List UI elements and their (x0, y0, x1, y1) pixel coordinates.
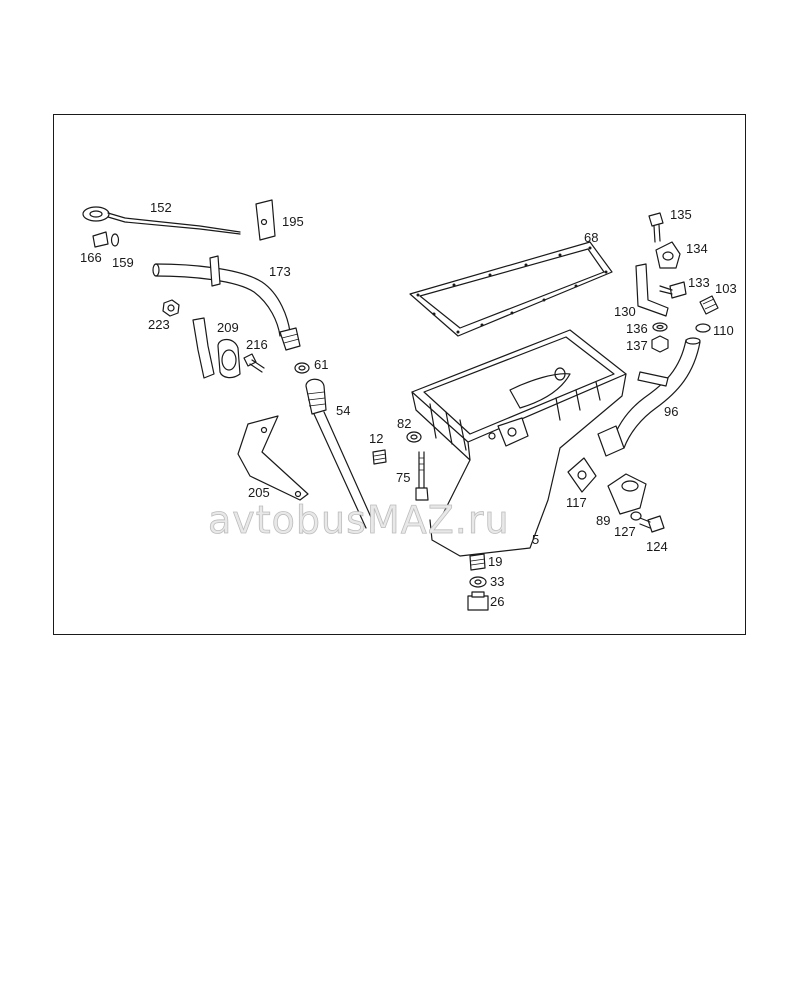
label-82: 82 (397, 416, 411, 431)
part-127-washer (630, 511, 642, 521)
part-75-stud (415, 451, 429, 501)
part-209-bracket (192, 317, 215, 379)
part-33-seal (469, 576, 487, 588)
label-216: 216 (246, 337, 268, 352)
label-26: 26 (490, 594, 504, 609)
label-124: 124 (646, 539, 668, 554)
part-205-shield (237, 415, 309, 501)
part-137-nut (651, 335, 669, 353)
part-152-dipstick (82, 206, 241, 235)
label-195: 195 (282, 214, 304, 229)
part-135-bolt (648, 212, 664, 243)
label-166: 166 (80, 250, 102, 265)
label-61: 61 (314, 357, 328, 372)
label-137: 137 (626, 338, 648, 353)
label-19: 19 (488, 554, 502, 569)
part-103-plug (699, 295, 719, 315)
part-173-guide-tube (152, 255, 301, 351)
part-clamp (217, 338, 241, 379)
part-130-bracket (635, 263, 669, 317)
label-223: 223 (148, 317, 170, 332)
label-127: 127 (614, 524, 636, 539)
label-89: 89 (596, 513, 610, 528)
label-12: 12 (369, 431, 383, 446)
label-134: 134 (686, 241, 708, 256)
part-166-plug (92, 231, 109, 248)
part-134-mount (655, 241, 681, 269)
label-205: 205 (248, 485, 270, 500)
label-54: 54 (336, 403, 350, 418)
part-82-ring (406, 431, 422, 443)
label-68: 68 (584, 230, 598, 245)
part-159-ring (110, 233, 120, 247)
part-26-drain-plug (467, 591, 489, 611)
label-209: 209 (217, 320, 239, 335)
label-117: 117 (566, 495, 587, 510)
part-68-gasket (409, 241, 613, 337)
part-61-ring (294, 362, 310, 374)
part-89-flange (607, 473, 647, 515)
part-223-nut (162, 299, 180, 317)
part-124-bolt (639, 515, 665, 533)
part-12-bush (372, 449, 387, 465)
label-33: 33 (490, 574, 504, 589)
part-117-gasket (567, 457, 597, 493)
part-136-washer (652, 322, 668, 332)
label-5: 5 (532, 532, 539, 547)
part-96-oil-line (597, 337, 701, 457)
part-110-ring (695, 323, 711, 333)
callout-labels: 152 195 166 159 173 223 209 216 61 54 20… (80, 200, 737, 609)
label-110: 110 (713, 323, 734, 338)
watermark: avtobusMAZ.ru (208, 498, 510, 542)
part-216-bolt (243, 353, 265, 373)
label-75: 75 (396, 470, 410, 485)
label-152: 152 (150, 200, 172, 215)
label-103: 103 (715, 281, 737, 296)
label-173: 173 (269, 264, 291, 279)
label-133: 133 (688, 275, 710, 290)
label-130: 130 (614, 304, 636, 319)
label-96: 96 (664, 404, 678, 419)
diagram-frame (53, 114, 746, 635)
label-159: 159 (112, 255, 134, 270)
part-19-ring (469, 553, 486, 571)
part-195-clip (255, 199, 276, 241)
part-133-bolt (659, 281, 687, 299)
label-135: 135 (670, 207, 692, 222)
part-54-tube (305, 378, 375, 529)
part-5-oil-pan (411, 329, 627, 557)
label-136: 136 (626, 321, 648, 336)
